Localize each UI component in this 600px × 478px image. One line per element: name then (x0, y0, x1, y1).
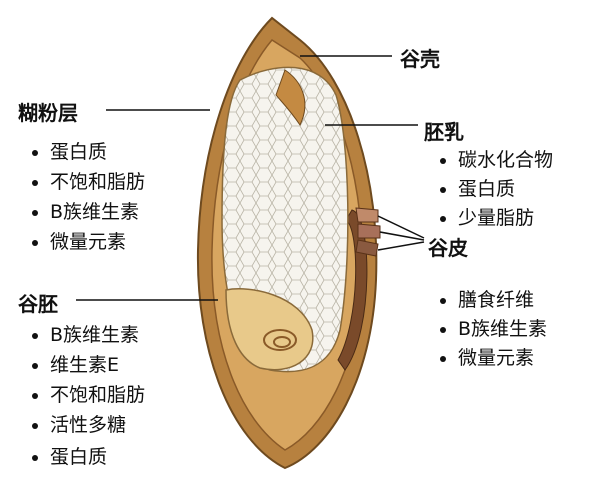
germ-item: 蛋白质 (32, 442, 107, 469)
bullet-icon (32, 149, 38, 156)
bullet-icon (32, 239, 38, 246)
germ-item: B族维生素 (32, 320, 139, 347)
endosperm-label: 胚乳 (424, 120, 464, 144)
bullet-icon (32, 454, 38, 461)
bullet-icon (32, 332, 38, 339)
bullet-icon (440, 215, 446, 222)
bullet-icon (440, 186, 446, 193)
bullet-icon (32, 422, 38, 429)
aleurone-label: 糊粉层 (18, 101, 78, 125)
germ-item: 活性多糖 (32, 410, 126, 437)
bullet-icon (440, 157, 446, 164)
endosperm-item: 碳水化合物 (440, 145, 553, 172)
bran-item: 膳食纤维 (440, 285, 534, 312)
bran-item: 微量元素 (440, 343, 534, 370)
aleurone-item: B族维生素 (32, 197, 139, 224)
bullet-icon (440, 326, 446, 333)
germ-shape (225, 288, 314, 371)
bran-item: B族维生素 (440, 314, 547, 341)
germ-item: 不饱和脂肪 (32, 380, 145, 407)
germ-item: 维生素E (32, 350, 119, 377)
germ-label: 谷胚 (18, 292, 58, 316)
aleurone-item: 微量元素 (32, 227, 126, 254)
bran-label: 谷皮 (428, 236, 468, 260)
bullet-icon (440, 355, 446, 362)
endosperm-item: 蛋白质 (440, 174, 515, 201)
bullet-icon (32, 362, 38, 369)
endosperm-item: 少量脂肪 (440, 203, 534, 230)
bullet-icon (32, 209, 38, 216)
bran-leader-3 (377, 241, 425, 251)
bran-leader-2 (379, 231, 425, 241)
bullet-icon (32, 392, 38, 399)
bullet-icon (440, 297, 446, 304)
aleurone-item: 不饱和脂肪 (32, 167, 145, 194)
bran-leader-1 (377, 215, 425, 239)
aleurone-item: 蛋白质 (32, 137, 107, 164)
bullet-icon (32, 179, 38, 186)
husk-label: 谷壳 (400, 47, 440, 71)
